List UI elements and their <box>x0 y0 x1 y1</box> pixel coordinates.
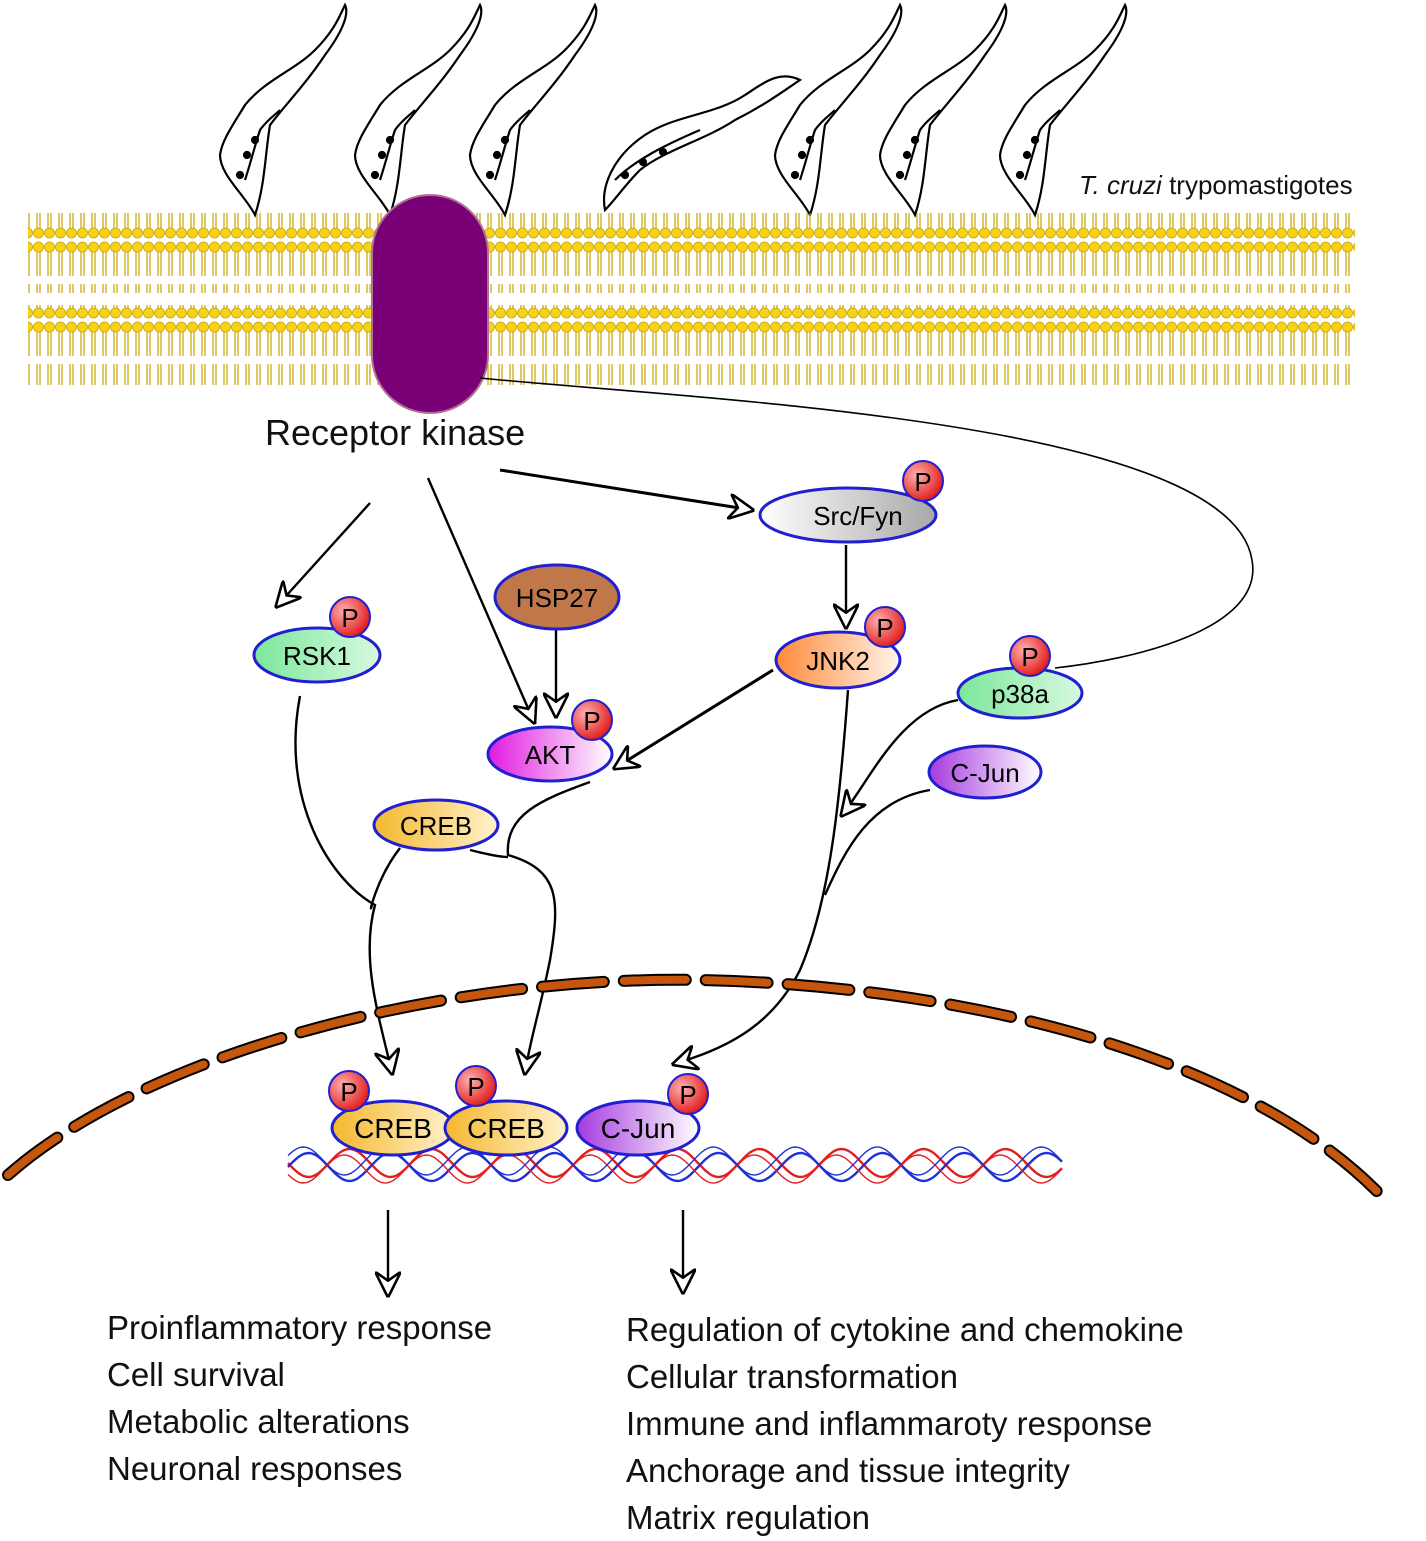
arrow-p38a-to-cjun <box>842 698 959 815</box>
cell-membrane-outer <box>28 213 1355 293</box>
node-nuclear-creb-1: CREB <box>330 1099 456 1157</box>
svg-text:P: P <box>914 467 931 497</box>
receptor-kinase-shape <box>371 194 489 414</box>
phospho-badge-srcfyn: P <box>902 460 944 502</box>
svg-text:P: P <box>1021 642 1038 672</box>
arrow-receptor-to-srcfyn <box>499 468 752 510</box>
arrow-jnk2-to-nuclear-cjun <box>674 689 850 1064</box>
outcome-right-item: Matrix regulation <box>626 1499 870 1536</box>
phospho-badge-nuclear-creb-2: P <box>455 1065 497 1107</box>
cell-membrane-inner <box>28 305 1355 385</box>
svg-text:P: P <box>583 706 600 736</box>
parasite-stage: trypomastigotes <box>1169 170 1353 200</box>
label-p38a: p38a <box>991 679 1049 709</box>
receptor-to-p38a-connector <box>479 377 1254 669</box>
node-creb: CREB <box>372 798 500 852</box>
node-c-jun: C-Jun <box>927 744 1043 800</box>
phospho-badges: P P P P P P P P <box>328 460 1051 1115</box>
svg-text:P: P <box>876 613 893 643</box>
node-p38a: p38a <box>956 666 1084 720</box>
label-rsk1: RSK1 <box>283 641 351 671</box>
node-src-fyn: Src/Fyn <box>758 486 938 544</box>
outcome-left-item: Metabolic alterations <box>107 1403 410 1440</box>
outcome-right-item: Anchorage and tissue integrity <box>626 1452 1070 1489</box>
node-nuclear-c-jun: C-Jun <box>575 1099 701 1157</box>
phospho-badge-nuclear-c-jun: P <box>667 1073 709 1115</box>
nuclear-envelope-fill <box>4 975 1394 1209</box>
svg-text:P: P <box>467 1072 484 1102</box>
svg-text:P: P <box>679 1080 696 1110</box>
label-creb: CREB <box>400 811 472 841</box>
label-nuclear-c-jun: C-Jun <box>601 1113 676 1144</box>
outcome-left-item: Neuronal responses <box>107 1450 403 1487</box>
arrow-jnk2-to-akt <box>615 668 774 768</box>
label-akt: AKT <box>525 740 576 770</box>
parasite-species: T. cruzi <box>1079 170 1162 200</box>
parasite-icon <box>773 2 903 218</box>
arrow-cjun-to-jnk-line <box>823 788 931 896</box>
phospho-badge-akt: P <box>571 699 613 741</box>
arrow-akt-to-nuclear-creb <box>506 780 591 1073</box>
svg-text:P: P <box>341 603 358 633</box>
node-hsp27: HSP27 <box>493 563 621 631</box>
phospho-badge-nuclear-creb-1: P <box>328 1070 370 1112</box>
label-hsp27: HSP27 <box>516 583 598 613</box>
phospho-badge-jnk2: P <box>864 606 906 648</box>
arrow-receptor-to-akt <box>426 477 534 722</box>
arrow-creb-to-nuclear-creb <box>369 847 401 910</box>
parasite-icon <box>602 75 803 213</box>
label-jnk2: JNK2 <box>806 646 870 676</box>
label-src-fyn: Src/Fyn <box>813 501 903 531</box>
label-nuclear-creb-2: CREB <box>467 1113 545 1144</box>
node-akt: AKT <box>486 725 614 783</box>
outcome-right-item: Immune and inflammaroty response <box>626 1405 1153 1442</box>
outcome-left-item: Proinflammatory response <box>107 1309 493 1346</box>
node-rsk1: RSK1 <box>252 626 382 684</box>
receptor-kinase-label: Receptor kinase <box>265 412 526 453</box>
parasite-icon <box>878 2 1008 218</box>
parasite-icon <box>218 2 348 218</box>
node-nuclear-creb-2: CREB <box>443 1099 569 1157</box>
outcomes-left-list: Proinflammatory response Cell survival M… <box>107 1304 492 1492</box>
phospho-badge-rsk1: P <box>329 596 371 638</box>
parasite-icon <box>998 2 1128 218</box>
arrow-creb-to-akt-path <box>469 848 509 859</box>
phospho-badge-p38a: P <box>1009 635 1051 677</box>
arrow-receptor-to-rsk1 <box>277 502 371 606</box>
outcomes-right-list: Regulation of cytokine and chemokine Cel… <box>626 1306 1184 1541</box>
parasite-group <box>218 2 1128 218</box>
outcome-right-item: Cellular transformation <box>626 1358 958 1395</box>
label-c-jun: C-Jun <box>950 758 1019 788</box>
svg-text:P: P <box>340 1077 357 1107</box>
outcome-right-item: Regulation of cytokine and chemokine <box>626 1311 1184 1348</box>
node-jnk2: JNK2 <box>774 630 902 690</box>
parasite-icon <box>468 2 598 218</box>
label-nuclear-creb-1: CREB <box>354 1113 432 1144</box>
parasite-icon <box>353 2 483 218</box>
parasite-label: T. cruzi trypomastigotes <box>1079 170 1353 201</box>
outcome-left-item: Cell survival <box>107 1356 285 1393</box>
